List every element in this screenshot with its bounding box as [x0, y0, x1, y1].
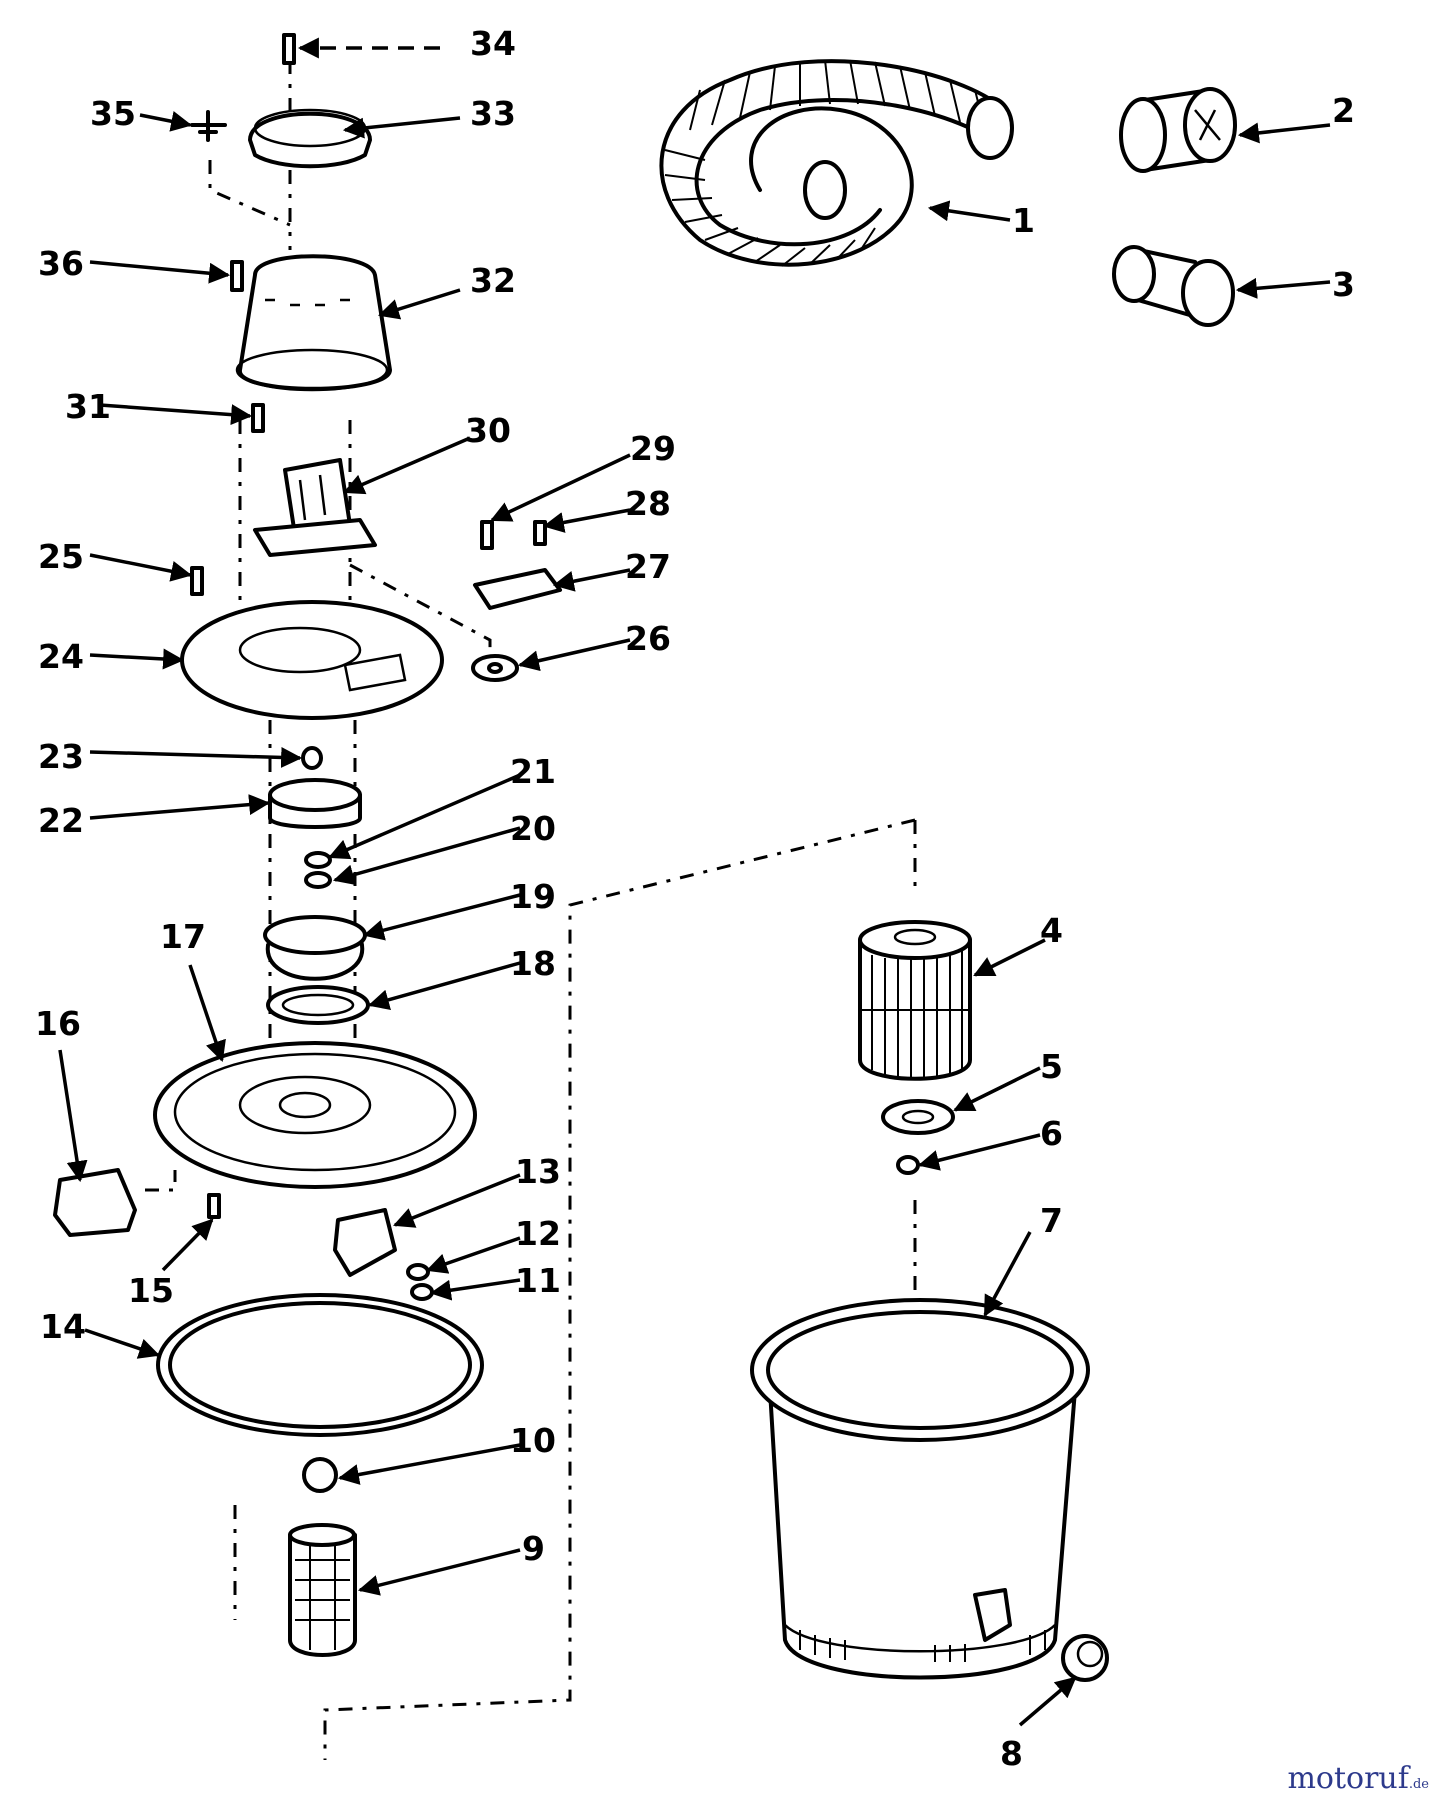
latch-part [53, 1168, 137, 1237]
switch-block-part [253, 458, 377, 557]
callout-34: 34 [470, 24, 516, 63]
callout-8: 8 [1000, 1734, 1023, 1773]
callout-1: 1 [1012, 201, 1035, 240]
callout-11: 11 [515, 1261, 561, 1300]
callout-33: 33 [470, 94, 516, 133]
callout-27: 27 [625, 547, 671, 586]
screw-25 [190, 566, 204, 596]
callout-12: 12 [515, 1214, 561, 1253]
callout-25: 25 [38, 537, 84, 576]
cartridge-filter-part [858, 920, 972, 1081]
screw-31 [251, 403, 265, 433]
callout-22: 22 [38, 801, 84, 840]
callout-31: 31 [65, 387, 111, 426]
callout-9: 9 [522, 1529, 545, 1568]
leader-lines [58, 37, 1331, 1727]
adapter-part [1112, 245, 1235, 327]
top-cap-part [190, 33, 372, 169]
callout-labels: 1 2 3 4 5 6 7 8 9 10 11 12 13 14 15 16 1… [35, 24, 1355, 1773]
callout-13: 13 [515, 1152, 561, 1191]
nut-23 [301, 746, 323, 770]
screw-15 [207, 1193, 221, 1219]
washer-26 [471, 654, 519, 682]
callout-32: 32 [470, 261, 516, 300]
callout-24: 24 [38, 637, 84, 676]
gasket-ring-part [266, 985, 370, 1025]
lid-gasket-part [156, 1293, 484, 1437]
float-part [302, 1457, 338, 1493]
nut-6 [896, 1155, 920, 1175]
motor-plate-part [180, 600, 444, 720]
callout-10: 10 [510, 1421, 556, 1460]
filter-cage-part [288, 1523, 357, 1657]
callout-35: 35 [90, 94, 136, 133]
motor-housing-part [230, 254, 392, 392]
callout-6: 6 [1040, 1114, 1063, 1153]
callout-26: 26 [625, 619, 671, 658]
callout-17: 17 [160, 917, 206, 956]
tank-part [750, 1298, 1090, 1680]
callout-5: 5 [1040, 1047, 1063, 1086]
bracket-part [473, 520, 562, 610]
callout-29: 29 [630, 429, 676, 468]
impeller-cap-part [268, 778, 362, 829]
impeller-part [263, 915, 367, 981]
callout-7: 7 [1040, 1201, 1063, 1240]
callout-28: 28 [625, 484, 671, 523]
callout-23: 23 [38, 737, 84, 776]
callout-14: 14 [40, 1307, 86, 1346]
float-cage-part [333, 1208, 397, 1277]
callout-16: 16 [35, 1004, 81, 1043]
callout-19: 19 [510, 877, 556, 916]
callout-15: 15 [128, 1271, 174, 1310]
watermark-tld: .de [1408, 1777, 1429, 1792]
callout-20: 20 [510, 809, 556, 848]
drain-cap-part [1061, 1634, 1109, 1682]
watermark-logo: motoruf.de [1287, 1761, 1429, 1796]
callout-30: 30 [465, 411, 511, 450]
washers-20-21 [304, 851, 332, 889]
hose-part [659, 59, 1014, 267]
callout-21: 21 [510, 752, 556, 791]
callout-4: 4 [1040, 911, 1063, 950]
filter-retainer-part [881, 1099, 955, 1135]
callout-3: 3 [1332, 265, 1355, 304]
callout-36: 36 [38, 244, 84, 283]
callout-2: 2 [1332, 91, 1355, 130]
callout-18: 18 [510, 944, 556, 983]
coupling-part [1119, 87, 1237, 173]
lid-part [153, 1041, 477, 1189]
watermark-brand: motoruf [1287, 1761, 1409, 1796]
